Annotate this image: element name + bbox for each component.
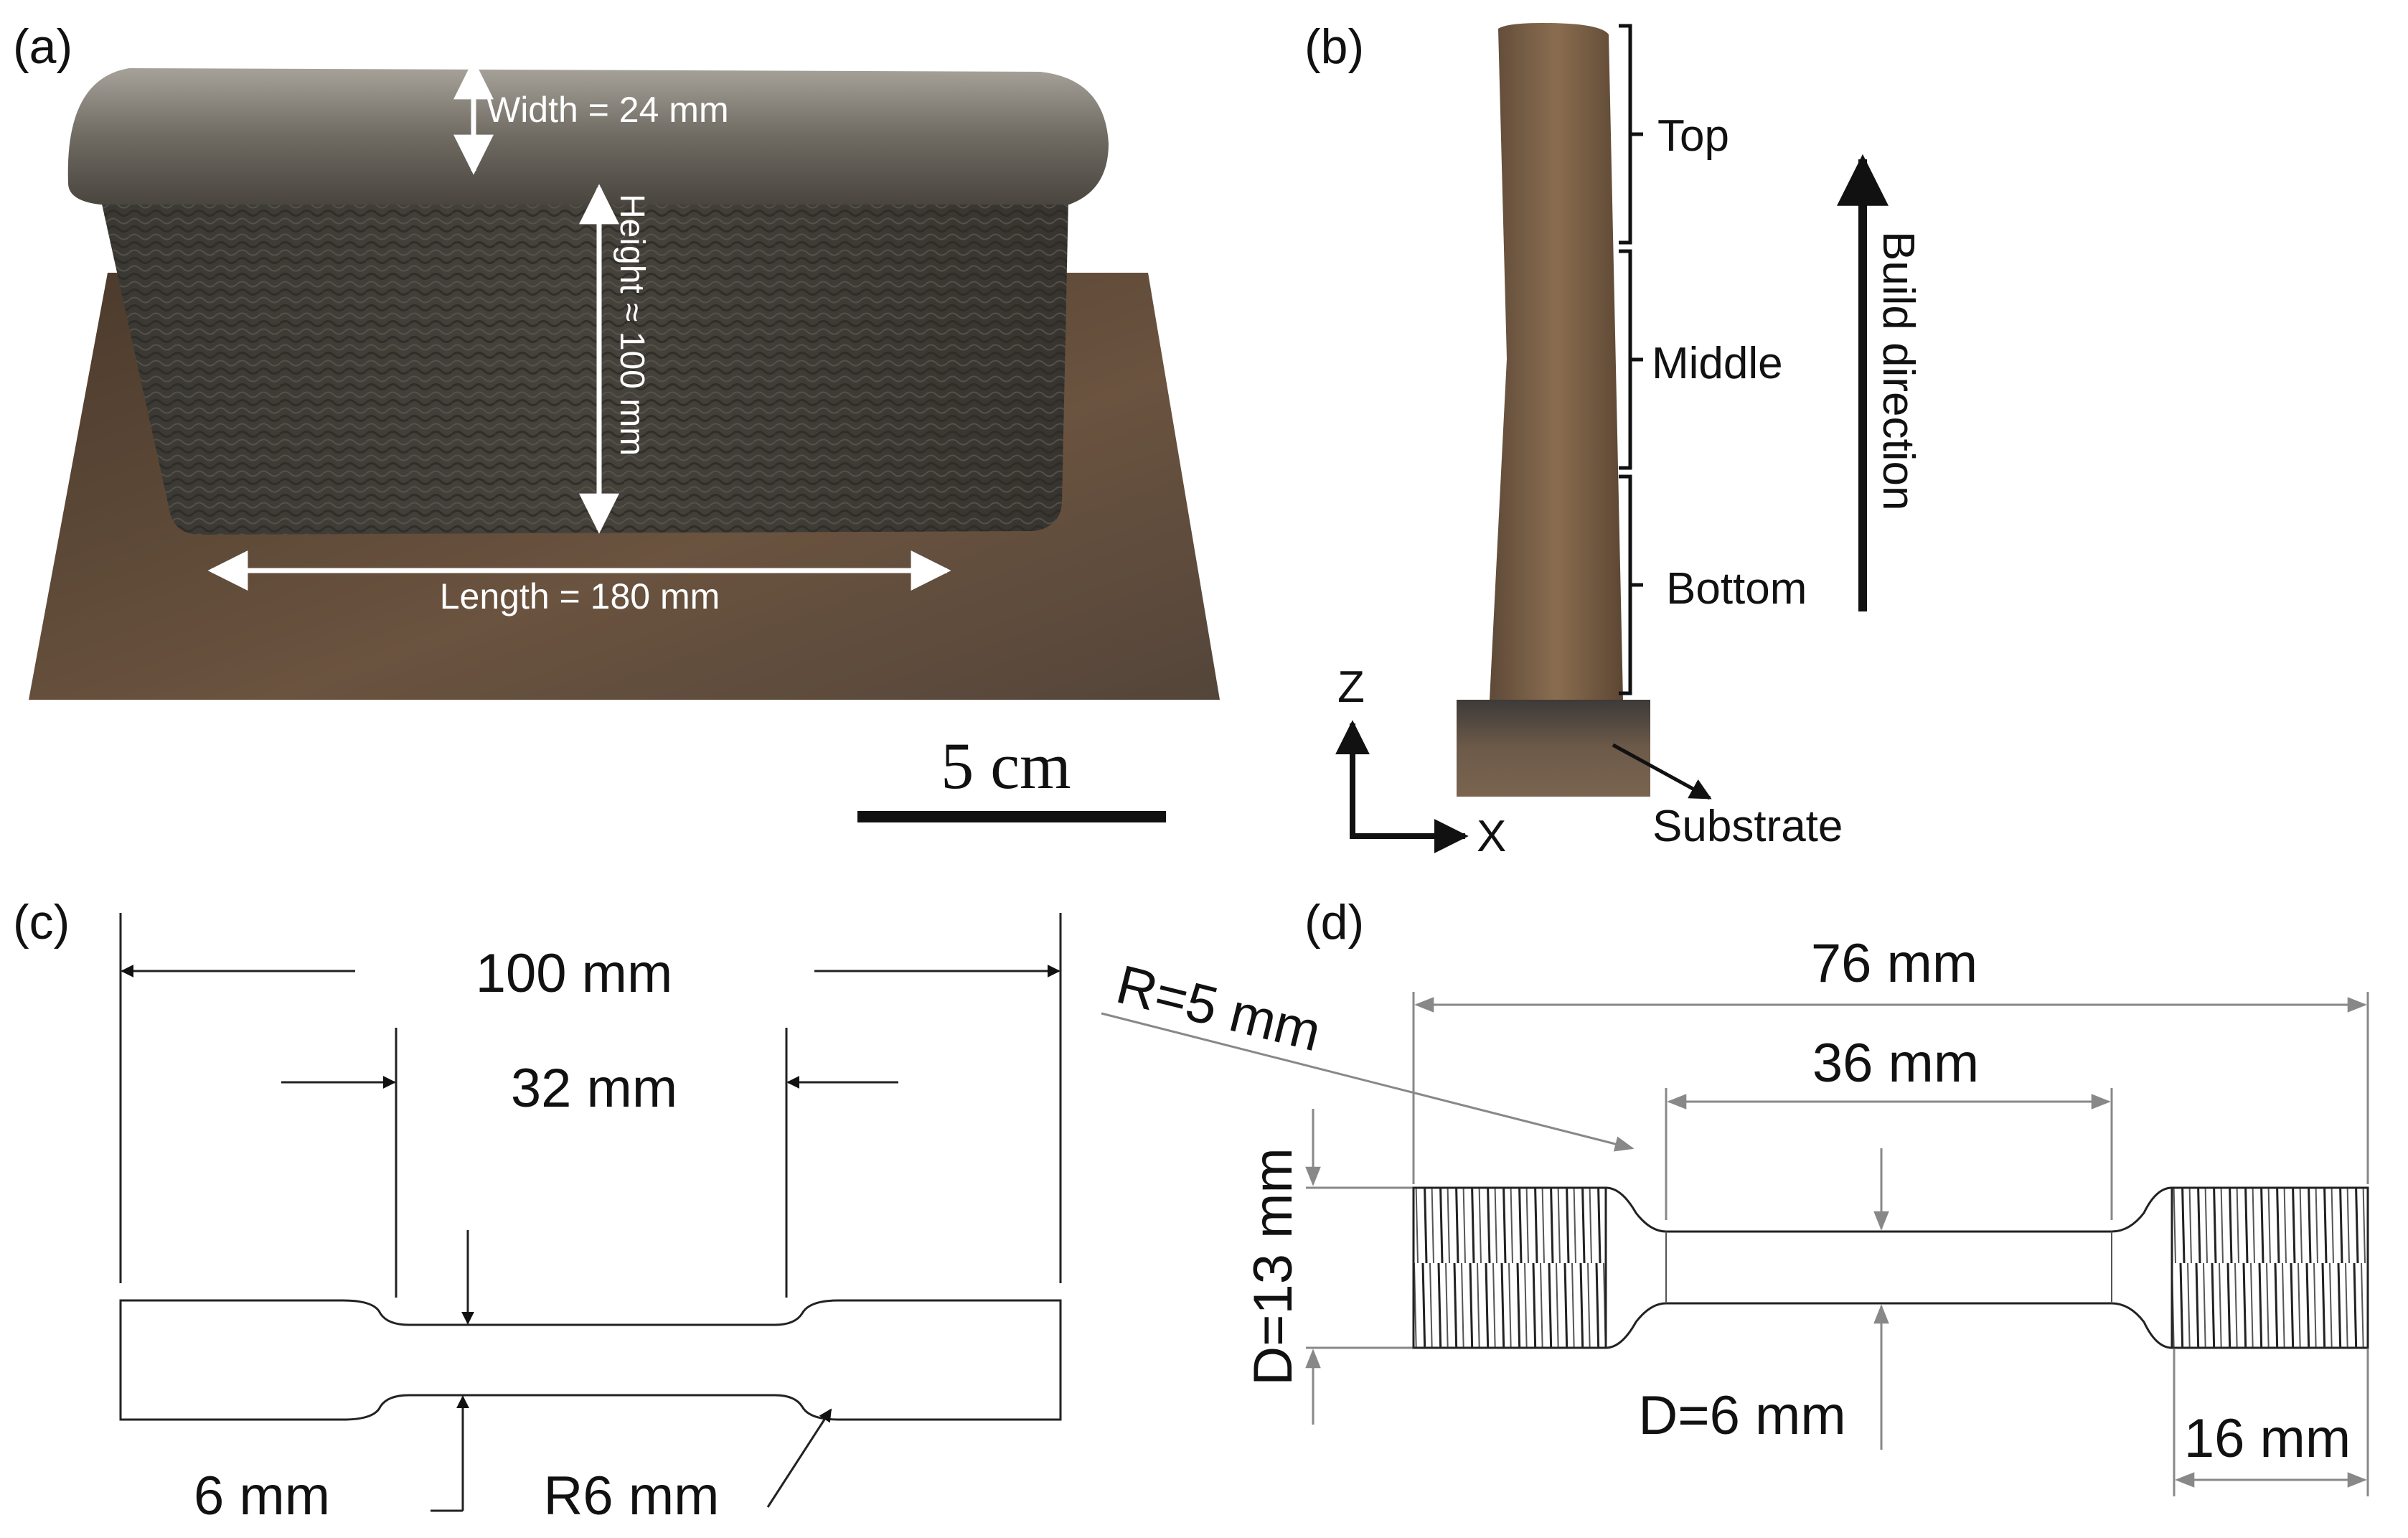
flat-tensile-specimen — [119, 1299, 1062, 1421]
panel-d-label: (d) — [1304, 895, 1364, 949]
round-tensile-specimen — [1412, 1186, 2369, 1349]
overall-length-label: 100 mm — [476, 943, 673, 1004]
region-bottom: Bottom — [1666, 564, 1807, 614]
fillet-radius-leader — [766, 1408, 832, 1508]
gauge-length-label: 32 mm — [511, 1058, 677, 1119]
width-label: Width = 24 mm — [486, 90, 729, 130]
dimension-extension-lines — [119, 913, 1062, 1298]
panel-a-label: (a) — [13, 19, 72, 74]
axis-x-label: X — [1477, 812, 1506, 861]
region-top: Top — [1657, 111, 1729, 161]
substrate-pointer — [1612, 743, 1712, 800]
region-middle: Middle — [1652, 339, 1783, 388]
gauge-diameter-label: D=6 mm — [1638, 1385, 1845, 1446]
wall-cross-section — [1490, 23, 1623, 700]
gauge-length-label-d: 36 mm — [1812, 1033, 1979, 1094]
length-label: Length = 180 mm — [440, 576, 720, 616]
wall-top-cap — [67, 68, 1109, 205]
thread-length-label: 16 mm — [2184, 1408, 2351, 1469]
panel-b: (b) Top Middle Bottom Build direction Su… — [1304, 19, 1923, 861]
height-label: Height ≈ 100 mm — [613, 194, 651, 456]
fillet-radius-leader-d — [1101, 1012, 1635, 1152]
scale-bar-label: 5 cm — [941, 729, 1071, 802]
fillet-radius-label-d: R=5 mm — [1111, 954, 1327, 1063]
panel-d: (d) 76 mm 36 mm R=5 mm — [1101, 895, 2369, 1496]
overall-length-label-d: 76 mm — [1811, 933, 1977, 994]
region-brackets — [1619, 24, 1643, 695]
panel-b-label: (b) — [1304, 19, 1364, 74]
panel-c-label: (c) — [13, 895, 70, 949]
axis-z-label: Z — [1337, 662, 1365, 712]
build-direction-label: Build direction — [1873, 231, 1923, 510]
dimension-extension-lines-d — [1306, 992, 2369, 1496]
fillet-radius-label: R6 mm — [544, 1466, 720, 1527]
panel-a: (a) Width = 24 mm Height ≈ 100 mm Length… — [13, 19, 1220, 822]
wall-photo — [29, 68, 1220, 700]
grip-diameter-label: D=13 mm — [1243, 1148, 1304, 1386]
substrate-label: Substrate — [1652, 802, 1843, 851]
coordinate-axes — [1335, 720, 1469, 853]
panel-c: (c) 100 mm 32 mm 6 mm R6 mm — [13, 895, 1062, 1527]
gauge-width-label: 6 mm — [194, 1466, 330, 1527]
